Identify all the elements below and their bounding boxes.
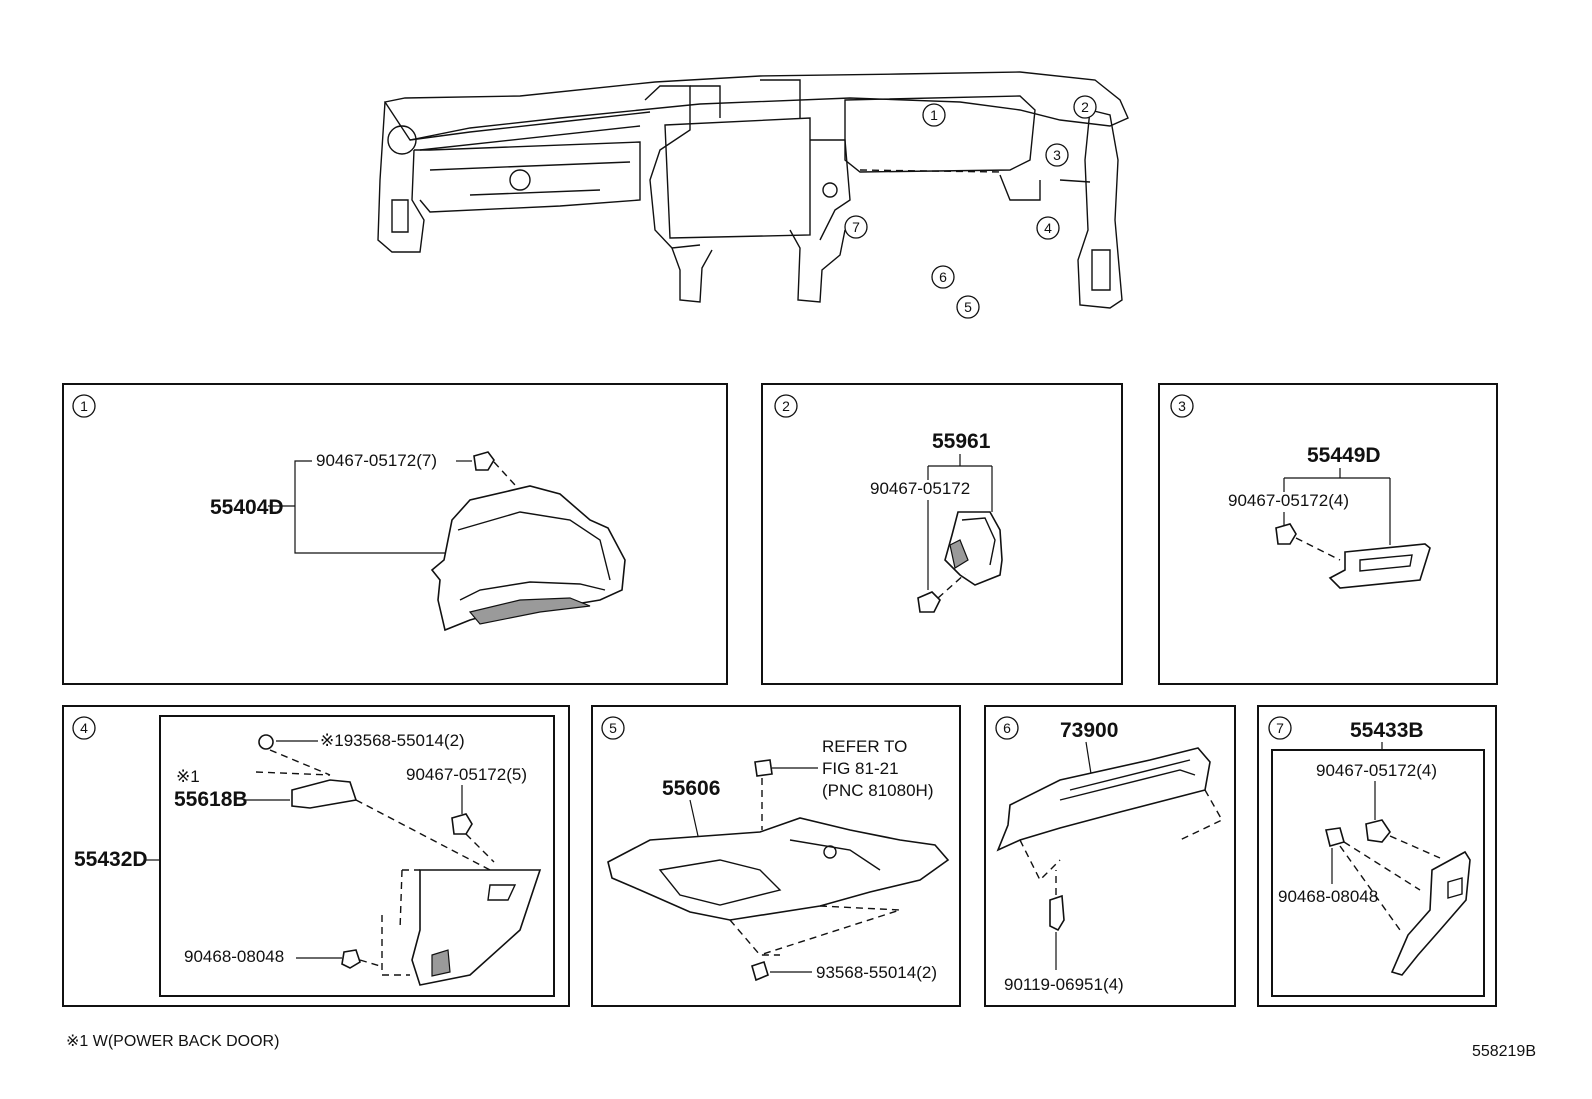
label-55449D: 55449D — [1307, 444, 1381, 467]
svg-text:6: 6 — [939, 269, 947, 285]
svg-text:6: 6 — [1003, 720, 1011, 736]
label-55606: 55606 — [662, 777, 720, 800]
clip-icon — [451, 813, 473, 835]
svg-text:3: 3 — [1178, 398, 1186, 414]
label-mark-1: ※1 — [176, 767, 200, 786]
meter-hood-part — [430, 485, 626, 632]
label-screw-93568-55014-2: 93568-55014(2) — [816, 963, 937, 982]
panel-5: 5 REFER TO FIG 81-21 (PNC 81080H) 55606 … — [591, 705, 961, 1007]
panel-1-index — [72, 394, 96, 418]
clip-icon — [917, 591, 941, 613]
clip-icon — [754, 759, 773, 777]
label-55961: 55961 — [932, 430, 991, 453]
footnote: ※1 W(POWER BACK DOOR) — [66, 1033, 279, 1050]
overview-assembly — [377, 71, 1129, 309]
clip-icon — [1365, 819, 1391, 843]
screw-icon — [258, 734, 274, 750]
overview-callout-5[interactable]: 5 — [956, 295, 980, 319]
overview-callouts: 1 2 3 4 5 6 7 — [844, 95, 1097, 319]
svg-text:2: 2 — [1081, 99, 1089, 115]
side-trim-part — [1390, 850, 1471, 976]
clip-icon — [341, 949, 361, 969]
panel-6: 6 73900 90119-06951(4) — [984, 705, 1236, 1007]
panel-3: 3 55449D 90467-05172(4) — [1158, 383, 1498, 685]
overview-callout-3[interactable]: 3 — [1045, 143, 1069, 167]
svg-text:1: 1 — [930, 107, 938, 123]
svg-text:7: 7 — [852, 219, 860, 235]
label-clip-90467-05172-7: 90467-05172(7) — [316, 451, 437, 470]
undercover-part — [607, 817, 950, 921]
svg-text:7: 7 — [1276, 720, 1284, 736]
svg-text:4: 4 — [80, 720, 88, 736]
lower-trim-part — [411, 869, 542, 986]
label-55618B: 55618B — [174, 788, 248, 811]
svg-text:3: 3 — [1053, 147, 1061, 163]
label-screw-93568-55014-2: ※193568-55014(2) — [320, 731, 465, 750]
bracket-part — [291, 779, 358, 809]
svg-text:1: 1 — [80, 398, 88, 414]
vent-part — [944, 511, 1003, 586]
clip-icon — [473, 451, 495, 471]
label-55404D: 55404D — [210, 496, 284, 519]
diagram-id: 558219B — [1472, 1043, 1536, 1060]
label-clip-90467-05172-4: 90467-05172(4) — [1228, 491, 1349, 510]
overview-callout-1[interactable]: 1 — [922, 103, 946, 127]
overview-callout-2[interactable]: 2 — [1073, 95, 1097, 119]
label-refer-2: FIG 81-21 — [822, 759, 899, 778]
panel-7: 7 55433B 90467-05172(4) 90468-08048 — [1257, 705, 1497, 1007]
label-refer-1: REFER TO — [822, 737, 907, 756]
label-clip-90467-05172-5: 90467-05172(5) — [406, 765, 527, 784]
svg-text:4: 4 — [1044, 220, 1052, 236]
bolt-icon — [1049, 894, 1065, 932]
svg-text:5: 5 — [609, 720, 617, 736]
overview-callout-4[interactable]: 4 — [1036, 216, 1060, 240]
panel-2: 2 55961 90467-05172 — [761, 383, 1123, 685]
label-clip-90468-08048: 90468-08048 — [184, 947, 284, 966]
label-clip-90467-05172: 90467-05172 — [870, 479, 970, 498]
clip-icon — [1275, 523, 1297, 545]
svg-text:2: 2 — [782, 398, 790, 414]
trim-strip-part — [1328, 543, 1431, 589]
panel-1: 1 90467-05172(7) 55404D — [62, 383, 728, 685]
label-55432D: 55432D — [74, 848, 148, 871]
label-bolt-90119-06951-4: 90119-06951(4) — [1004, 975, 1124, 994]
duct-part — [996, 747, 1211, 852]
clip-icon — [1325, 827, 1345, 847]
label-55433B: 55433B — [1350, 719, 1424, 742]
screw-icon — [751, 960, 769, 982]
label-clip-90468-08048: 90468-08048 — [1278, 887, 1378, 906]
panel-4: 4 ※193568-55014(2) ※1 55618B 90467-05172… — [62, 705, 570, 1007]
svg-text:5: 5 — [964, 299, 972, 315]
overview-callout-7[interactable]: 7 — [844, 215, 868, 239]
label-clip-90467-05172-4: 90467-05172(4) — [1316, 761, 1437, 780]
label-73900: 73900 — [1060, 719, 1118, 742]
overview-callout-6[interactable]: 6 — [931, 265, 955, 289]
label-refer-3: (PNC 81080H) — [822, 781, 934, 800]
